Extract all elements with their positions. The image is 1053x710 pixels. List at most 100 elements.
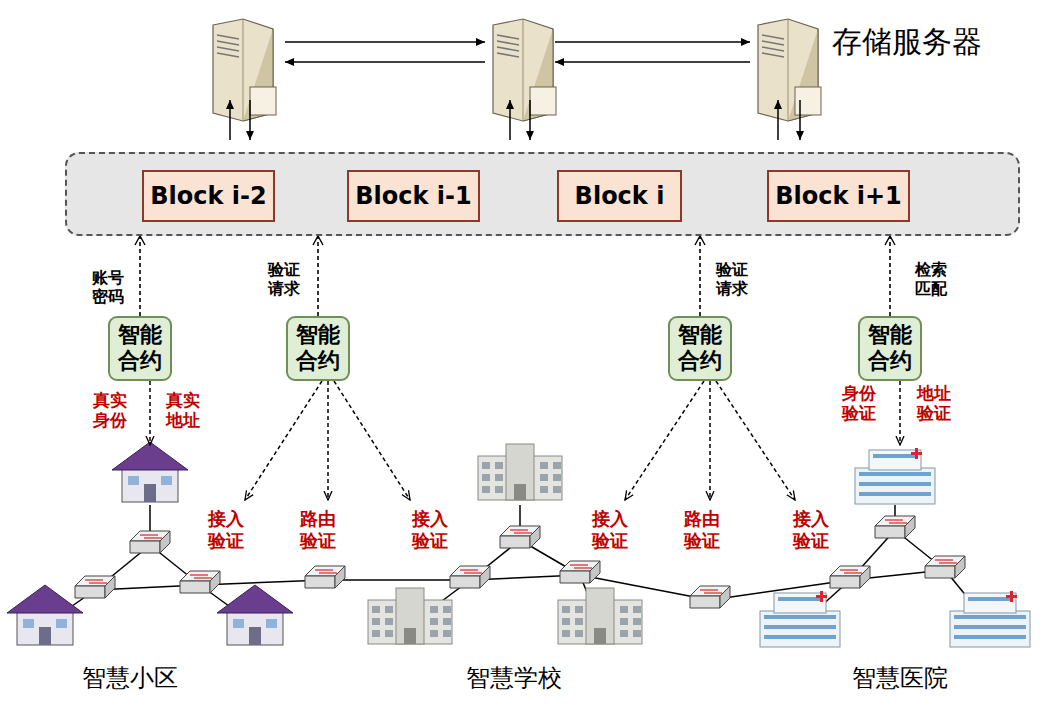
drawing-part <box>430 630 438 637</box>
drawing-part <box>954 635 1026 639</box>
node-text: Block i <box>575 182 665 210</box>
arrow-line <box>777 100 779 140</box>
drawing-part <box>404 628 416 644</box>
verify-label: 接入验证 <box>592 508 628 551</box>
arrow-line <box>899 381 901 445</box>
drawing-part <box>510 530 532 533</box>
drawing-part <box>955 556 965 578</box>
drawing-part <box>935 560 957 563</box>
drawing-part <box>130 541 160 553</box>
area-label: 智慧学校 <box>466 664 562 693</box>
drawing-part <box>497 53 519 57</box>
node-text: 智能合约 <box>296 322 340 375</box>
node-text: 智能合约 <box>118 322 162 375</box>
drawing-part <box>562 606 570 613</box>
drawing-part <box>620 630 628 637</box>
arrow-line <box>285 41 485 43</box>
drawing-part <box>243 19 244 121</box>
school-icon <box>478 444 562 500</box>
drawing-part <box>128 476 139 485</box>
drawing-part <box>385 606 393 613</box>
drawing-part <box>385 630 393 637</box>
drawing-part <box>217 35 239 39</box>
drawing-part <box>372 630 380 637</box>
drawing-part <box>396 588 424 644</box>
drawing-part <box>562 630 570 637</box>
drawing-part <box>885 520 907 523</box>
drawing-part <box>859 482 931 486</box>
hospital-icon <box>760 591 840 647</box>
drawing-part <box>480 566 490 588</box>
server-icon <box>493 19 556 121</box>
drawing-part <box>764 615 836 619</box>
switch-icon <box>75 576 115 598</box>
drawing-part <box>217 41 239 45</box>
block-box: Block i-2 <box>142 170 275 222</box>
drawing-part <box>875 526 905 538</box>
verify-label: 路由验证 <box>300 508 336 551</box>
drawing-part <box>450 576 480 588</box>
drawing-part <box>911 448 922 459</box>
drawing-part <box>385 618 393 625</box>
flow-label: 身份验证 <box>842 383 876 424</box>
drawing-part <box>305 576 335 588</box>
area-label: 智慧医院 <box>852 664 948 693</box>
block-box: Block i-1 <box>347 170 480 222</box>
house-icon <box>112 442 188 502</box>
request-arrow <box>699 236 701 316</box>
drawing-part <box>562 618 570 625</box>
drawing-part <box>315 570 337 573</box>
drawing-part <box>495 486 503 493</box>
drawing-part <box>540 462 548 469</box>
network-link <box>325 579 470 581</box>
drawing-part <box>217 47 239 51</box>
drawing-part <box>144 484 156 502</box>
verify-label: 接入验证 <box>412 508 448 551</box>
drawing-part <box>575 618 583 625</box>
drawing-part <box>925 566 955 578</box>
arrow-line <box>555 61 750 63</box>
contract-box: 智能合约 <box>286 316 350 381</box>
block-box: Block i <box>557 170 682 222</box>
drawing-part <box>553 486 561 493</box>
drawing-part <box>249 627 261 645</box>
arrow-line <box>249 100 251 140</box>
flow-label: 地址验证 <box>917 383 951 424</box>
request-arrow <box>889 236 891 316</box>
drawing-part <box>506 444 534 500</box>
arrow-line <box>245 381 322 500</box>
drawing-part <box>575 630 583 637</box>
request-arrow <box>139 236 141 316</box>
flow-label: 验证请求 <box>268 260 300 298</box>
drawing-part <box>764 635 836 639</box>
drawing-part <box>105 576 115 598</box>
drawing-part <box>840 570 862 573</box>
drawing-part <box>39 627 51 645</box>
school-icon <box>368 588 452 644</box>
drawing-part <box>553 474 561 481</box>
verify-label: 接入验证 <box>793 508 829 551</box>
switch-icon <box>830 566 870 588</box>
drawing-part <box>620 618 628 625</box>
drawing-part <box>497 41 519 45</box>
contract-box: 智能合约 <box>108 316 172 381</box>
drawing-part <box>633 606 641 613</box>
verify-label: 路由验证 <box>684 508 720 551</box>
contract-box: 智能合约 <box>668 316 732 381</box>
arrow-line <box>716 381 795 500</box>
drawing-part <box>482 462 490 469</box>
drawing-part <box>17 611 73 645</box>
node-text: 智能合约 <box>868 322 912 375</box>
drawing-part <box>180 581 210 593</box>
drawing-part <box>443 618 451 625</box>
drawing-part <box>764 625 836 629</box>
arrow-line <box>509 100 511 140</box>
arrow-line <box>327 381 329 500</box>
switch-icon <box>690 586 730 608</box>
drawing-part <box>482 486 490 493</box>
drawing-part <box>788 19 789 121</box>
contract-box: 智能合约 <box>858 316 922 381</box>
drawing-part <box>816 591 827 602</box>
network-link <box>710 580 850 600</box>
hospital-icon <box>855 448 935 504</box>
